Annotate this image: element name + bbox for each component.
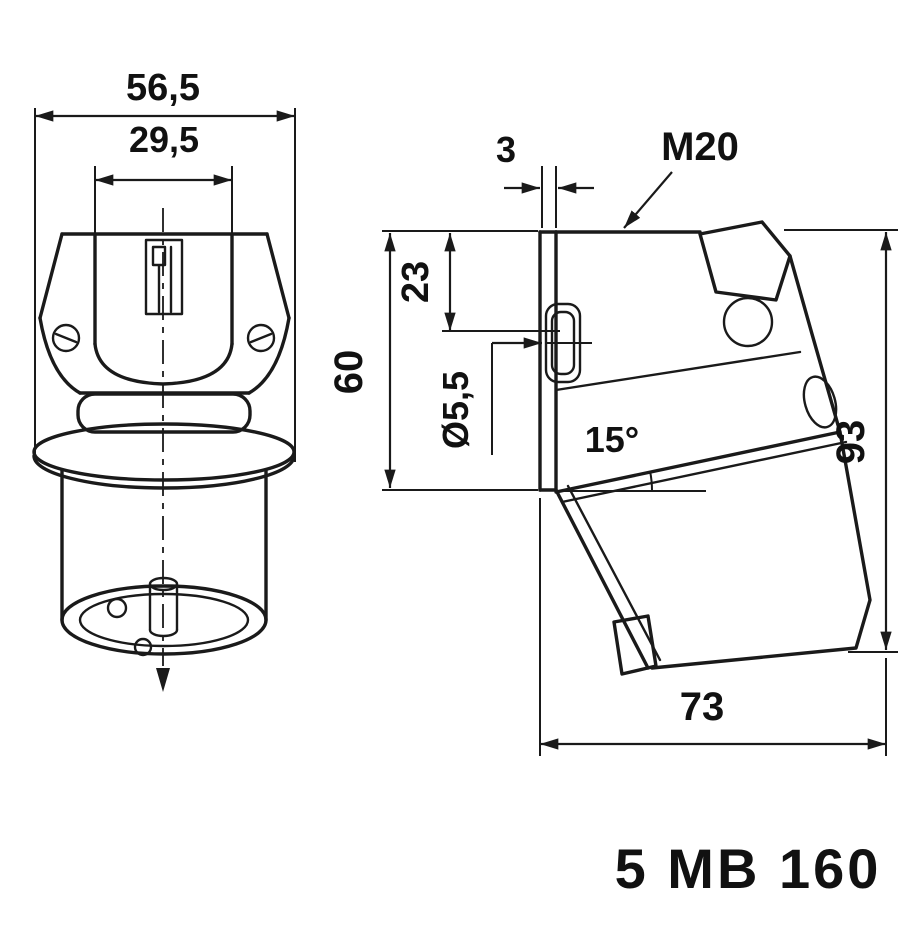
dim-label-hole-diameter: Ø5,5 (435, 371, 476, 449)
latch-bulge (802, 375, 838, 429)
front-view: 56,5 29,5 (32, 67, 296, 692)
dim-label-flange-height: 60 (327, 350, 371, 395)
leader-line (623, 171, 673, 229)
screw-slot (54, 332, 78, 344)
dim-label-overall-width: 56,5 (126, 67, 200, 109)
body-underside-inner (566, 484, 662, 662)
dim-label-gland-thread: M20 (661, 125, 739, 169)
front-keyway (144, 238, 184, 316)
dim-label-tilt-angle: 15° (585, 419, 639, 460)
gasket-band (76, 392, 252, 434)
body-right-edge (650, 254, 872, 670)
dim-overall-height: 93 (784, 229, 898, 653)
gland-cap (698, 220, 792, 302)
dim-label-overall-height: 93 (829, 420, 873, 465)
collar-edge (554, 350, 802, 392)
dim-label-hole-offset: 23 (395, 261, 437, 303)
pin-hole (133, 637, 153, 657)
side-flange (538, 230, 558, 492)
face-inner-rim (78, 592, 250, 648)
label-gland-thread: M20 (623, 125, 739, 229)
dim-overall-depth: 73 (539, 498, 887, 756)
screw-head (51, 323, 81, 353)
side-view: 3 M20 23 60 Ø5,5 15° (327, 125, 898, 756)
gland-nut (722, 296, 774, 348)
title-block: 5 MB 160 (615, 837, 882, 900)
dim-hole-diameter: Ø5,5 (435, 337, 542, 455)
dim-wall-gap: 3 (496, 129, 594, 228)
front-cylinder (60, 468, 268, 657)
dim-top-width: 29,5 (94, 119, 233, 236)
front-centerline (156, 208, 170, 692)
screw-head (246, 323, 276, 353)
dim-tilt-angle: 15° (556, 419, 706, 492)
outline-curve (38, 316, 82, 395)
dim-hole-offset: 23 (395, 233, 560, 332)
centerline-arrow (156, 668, 170, 692)
side-mounting-slot (544, 302, 592, 384)
face-outer-rim (60, 584, 268, 656)
outline-curve (247, 316, 291, 395)
dim-flange-height: 60 (327, 230, 538, 491)
outline-segment (265, 232, 291, 320)
keyway-outer (144, 238, 184, 316)
drawing-title-code: 5 MB 160 (615, 837, 882, 900)
side-body-outline (554, 220, 872, 676)
collar-band (32, 454, 296, 490)
dim-label-top-width: 29,5 (129, 119, 199, 160)
dim-label-wall-gap: 3 (496, 129, 516, 170)
body-underside (554, 488, 650, 670)
dim-overall-width: 56,5 (34, 67, 296, 462)
dim-label-overall-depth: 73 (680, 685, 725, 729)
face-plane-edge (554, 430, 842, 494)
screw-slot (249, 332, 273, 344)
outline-segment (38, 232, 64, 320)
front-screws (51, 323, 276, 353)
pin-hole (106, 597, 128, 619)
angle-arc (649, 470, 654, 492)
